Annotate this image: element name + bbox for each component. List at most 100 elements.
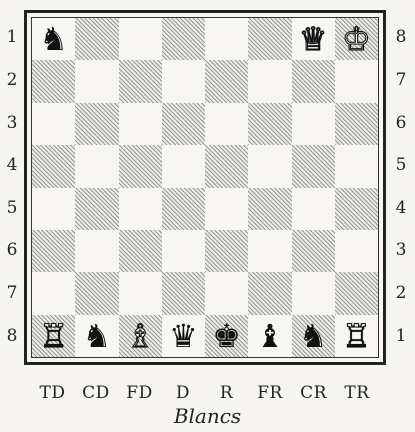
black-queen-piece[interactable]: ♛ (169, 320, 198, 352)
rank-label-right: 5 (391, 157, 411, 174)
board-square[interactable] (335, 230, 378, 272)
rank-label-left: 5 (2, 200, 22, 217)
board-square[interactable] (205, 18, 248, 60)
black-knight-piece[interactable]: ♞ (299, 320, 328, 352)
rank-label-right: 8 (391, 29, 411, 46)
board-square[interactable] (32, 103, 75, 145)
black-bishop-piece[interactable]: ♝ (256, 320, 285, 352)
board-square[interactable] (32, 60, 75, 102)
board-square[interactable] (205, 272, 248, 314)
board-square[interactable] (292, 103, 335, 145)
board-square[interactable] (119, 145, 162, 187)
black-knight-piece[interactable]: ♞ (83, 320, 112, 352)
board-square[interactable] (292, 60, 335, 102)
board-square[interactable]: ♖ (32, 315, 75, 357)
file-label: TD (31, 383, 74, 403)
board-square[interactable] (248, 60, 291, 102)
board-square[interactable] (75, 188, 118, 230)
file-label: FR (249, 383, 292, 403)
board-square[interactable] (32, 272, 75, 314)
chess-board: ♞ ♕ ♔ ♖ ♞ ♗ ♛ ♚ ♝ ♞ ♖ (31, 17, 379, 358)
white-rook-piece[interactable]: ♖ (39, 320, 68, 352)
black-knight-piece[interactable]: ♞ (39, 23, 68, 55)
board-square[interactable] (75, 145, 118, 187)
board-frame: ♞ ♕ ♔ ♖ ♞ ♗ ♛ ♚ ♝ ♞ ♖ (24, 10, 386, 365)
board-square[interactable] (292, 188, 335, 230)
rank-label-right: 4 (391, 200, 411, 217)
rank-label-left: 8 (2, 328, 22, 345)
board-square[interactable] (292, 145, 335, 187)
board-square[interactable] (205, 188, 248, 230)
board-square[interactable] (248, 272, 291, 314)
board-square[interactable] (162, 60, 205, 102)
board-square[interactable]: ♛ (162, 315, 205, 357)
rank-label-left: 3 (2, 115, 22, 132)
board-square[interactable] (248, 188, 291, 230)
board-square[interactable] (205, 103, 248, 145)
board-square[interactable] (75, 18, 118, 60)
board-square[interactable] (75, 230, 118, 272)
board-square[interactable] (335, 103, 378, 145)
board-square[interactable] (162, 272, 205, 314)
board-square[interactable]: ♞ (32, 18, 75, 60)
board-square[interactable] (248, 103, 291, 145)
file-label: TR (336, 383, 379, 403)
black-king-piece[interactable]: ♚ (212, 320, 241, 352)
board-square[interactable] (75, 103, 118, 145)
board-square[interactable] (162, 188, 205, 230)
board-square[interactable] (75, 60, 118, 102)
board-square[interactable] (119, 18, 162, 60)
rank-label-right: 3 (391, 242, 411, 259)
side-caption: Blancs (0, 404, 415, 428)
white-queen-piece[interactable]: ♕ (299, 23, 328, 55)
board-square[interactable] (32, 145, 75, 187)
board-square[interactable] (119, 230, 162, 272)
board-square[interactable]: ♞ (75, 315, 118, 357)
file-label: CR (292, 383, 335, 403)
board-square[interactable] (335, 145, 378, 187)
rank-label-right: 6 (391, 115, 411, 132)
board-square[interactable] (119, 60, 162, 102)
white-rook-piece[interactable]: ♖ (342, 320, 371, 352)
board-square[interactable] (162, 18, 205, 60)
board-square[interactable] (119, 272, 162, 314)
board-square[interactable]: ♝ (248, 315, 291, 357)
board-square[interactable] (162, 103, 205, 145)
board-square[interactable] (248, 18, 291, 60)
board-square[interactable] (119, 103, 162, 145)
rank-label-left: 4 (2, 157, 22, 174)
rank-label-left: 1 (2, 29, 22, 46)
board-square[interactable] (32, 188, 75, 230)
board-square[interactable]: ♞ (292, 315, 335, 357)
rank-label-right: 2 (391, 285, 411, 302)
board-square[interactable] (248, 230, 291, 272)
board-square[interactable]: ♗ (119, 315, 162, 357)
board-square[interactable]: ♕ (292, 18, 335, 60)
board-square[interactable]: ♚ (205, 315, 248, 357)
board-square[interactable] (162, 145, 205, 187)
board-square[interactable] (292, 230, 335, 272)
board-square[interactable]: ♖ (335, 315, 378, 357)
white-bishop-piece[interactable]: ♗ (126, 320, 155, 352)
white-king-piece[interactable]: ♔ (342, 23, 371, 55)
file-label: D (162, 383, 205, 403)
board-square[interactable] (248, 145, 291, 187)
board-square[interactable] (32, 230, 75, 272)
board-square[interactable] (292, 272, 335, 314)
board-square[interactable] (75, 272, 118, 314)
rank-label-right: 1 (391, 328, 411, 345)
rank-label-right: 7 (391, 72, 411, 89)
file-label: R (205, 383, 248, 403)
board-square[interactable] (335, 188, 378, 230)
board-square[interactable] (335, 60, 378, 102)
board-square[interactable] (205, 145, 248, 187)
file-label: FD (118, 383, 161, 403)
board-square[interactable] (119, 188, 162, 230)
board-square[interactable] (205, 230, 248, 272)
file-label: CD (75, 383, 118, 403)
board-square[interactable] (205, 60, 248, 102)
board-square[interactable]: ♔ (335, 18, 378, 60)
rank-label-left: 6 (2, 242, 22, 259)
board-square[interactable] (162, 230, 205, 272)
board-square[interactable] (335, 272, 378, 314)
